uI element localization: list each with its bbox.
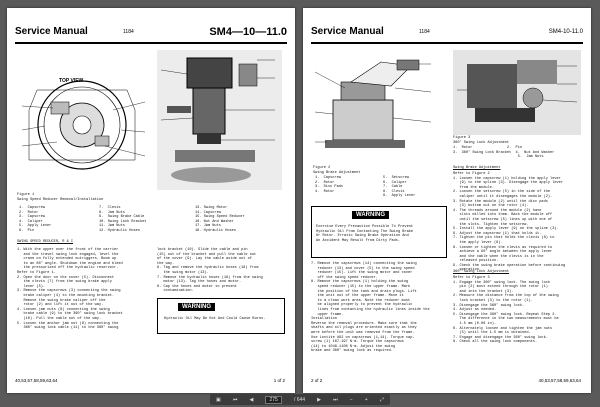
lock-adjustment-text: Refer to Figure 3 1. Engage the 360° swi… [453,276,559,345]
right-page: Service Manual 1184 SM4-10-11.0 Figure 3… [303,8,591,393]
warning-text: Hydraulic Oil May Be Hot And Could Cause… [164,317,266,321]
removal-text: 7. Remove the capscrews (14) connecting … [311,262,430,354]
warning-box: WARNING Exercise Every Precaution Possib… [311,206,447,258]
swing-brake-drawing [314,59,432,148]
lock-adjustment-heading: 360° Swing Lock Adjustment [453,270,510,274]
figure3-legend: 1. Rotor 2. Pin 3. 360° Swing Lock Brack… [453,146,555,160]
swing-lock-photo [453,50,581,135]
warning-box: WARNING Hydraulic Oil May Be Hot And Cou… [157,298,285,334]
zoom-in-icon[interactable]: + [364,396,368,403]
first-page-icon[interactable]: ⏮ [232,396,238,403]
procedure-text-left: 1. With the upper over the front of the … [17,248,123,331]
legend-col3: 13. Swing Motor 14. Capscrew 15. Swing S… [195,206,245,233]
warning-label: WARNING [352,211,389,219]
top-view-label: TOP VIEW [59,78,84,84]
current-page-input[interactable]: 275 [265,395,282,404]
header-rule [311,42,583,44]
page-header: Service Manual 1184 SM4—10—11.0 [15,26,287,40]
manual-title: Service Manual [311,26,384,37]
footer-page: 1 of 2 [273,378,285,383]
legend-col1: 1. Capscrew 2. Rotor 3. Capscrew 4. Cali… [19,206,52,233]
section-code: SM4-10-11.0 [548,29,583,35]
fullscreen-icon[interactable]: ⤢ [379,396,384,403]
manual-title: Service Manual [15,26,88,37]
page-number: 1184 [419,29,430,35]
viewer-toolbar: ▣ ⏮ ◀ 275 / 644 ▶ ⏭ − + ⤢ [210,394,390,405]
header-rule [15,42,287,44]
warning-label: WARNING [178,303,215,311]
brake-adjustment-text: Refer to Figure 2 1. Loosen the capscrew… [453,172,566,273]
page-number: 1184 [123,29,134,35]
reducer-photo [157,50,282,190]
fit-page-icon[interactable]: ▣ [216,396,221,403]
total-pages: / 644 [293,396,306,403]
prev-page-icon[interactable]: ◀ [249,396,254,403]
figure2-caption: Figure 2 Swing Brake Adjustment [313,166,361,175]
section-code: SM4—10—11.0 [209,26,287,38]
figure2-legend-a: 1. Capscrew 2. Rotor 3. Disc Pads 4. Rot… [315,176,344,194]
top-view-drawing [21,80,146,170]
warning-text: Exercise Every Precaution Possible To Pr… [316,225,414,243]
footer-codes: 40,53,57,58,59,63,64 [15,378,58,383]
brake-adjustment-heading: Swing Brake Adjustment [453,166,501,170]
procedure-text-right: lock bracket (10). Slide the cable and p… [157,248,263,294]
figure2-legend-b: 5. Setscrew 6. Caliper 7. Cable 8. Clevi… [383,176,416,199]
zoom-out-icon[interactable]: − [349,396,353,403]
section-heading: SWING SPEED REDUCER, R & I [17,240,74,244]
figure3-caption: Figure 3 360° Swing Lock Adjustment [453,136,510,145]
left-page: Service Manual 1184 SM4—10—11.0 TOP VIEW [7,8,295,393]
figure1-caption: Figure 1 Swing Speed Reducer Removal/Ins… [17,193,104,202]
legend-col2: 7. Clevis 8. Jam Nuts 9. Swing Brake Cab… [99,206,147,233]
footer-page: 2 of 2 [311,378,323,383]
footer-codes: 40,53,57,58,59,63,64 [538,378,581,383]
last-page-icon[interactable]: ⏭ [333,396,338,403]
page-header: Service Manual 1184 SM4-10-11.0 [311,26,583,40]
next-page-icon[interactable]: ▶ [317,396,322,403]
